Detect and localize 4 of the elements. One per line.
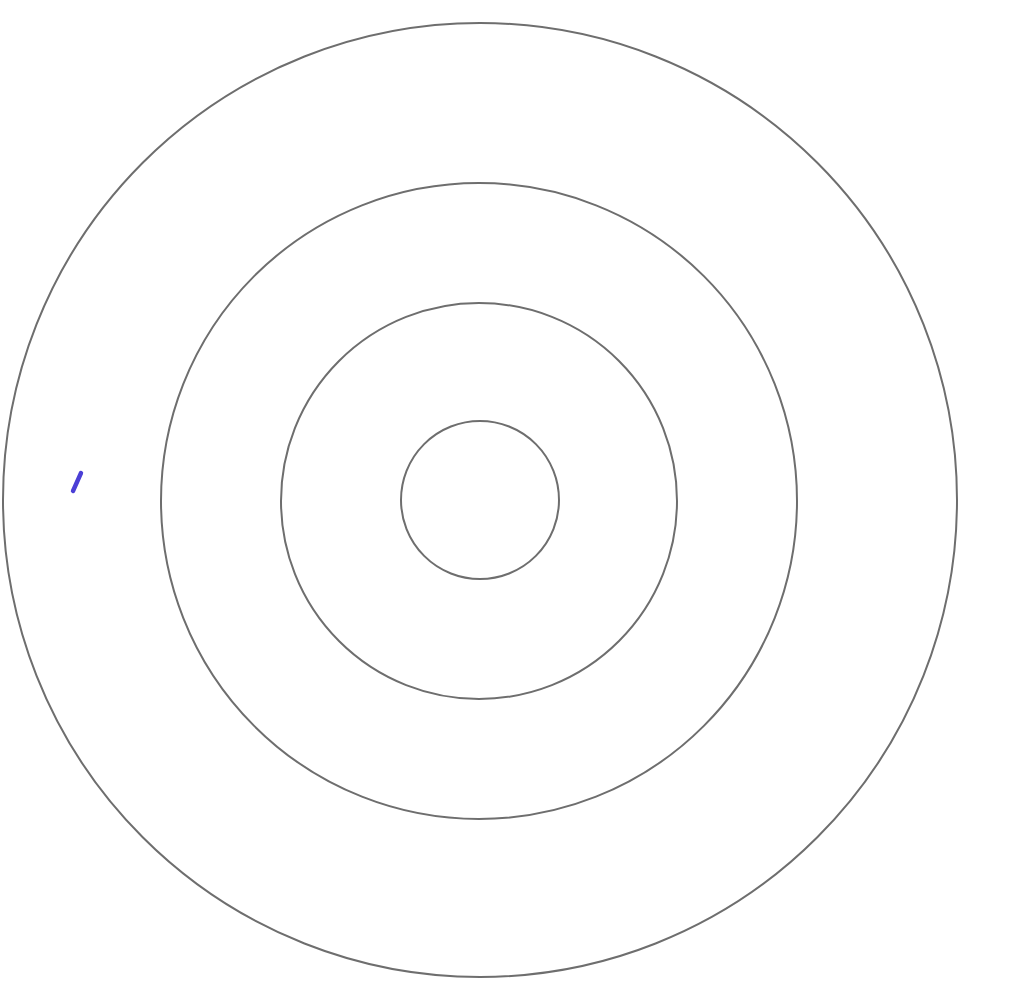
concentric-ring xyxy=(399,420,559,580)
concentric-ring xyxy=(280,301,678,699)
concentric-ring xyxy=(160,181,798,819)
concentric-ring xyxy=(1,22,957,978)
